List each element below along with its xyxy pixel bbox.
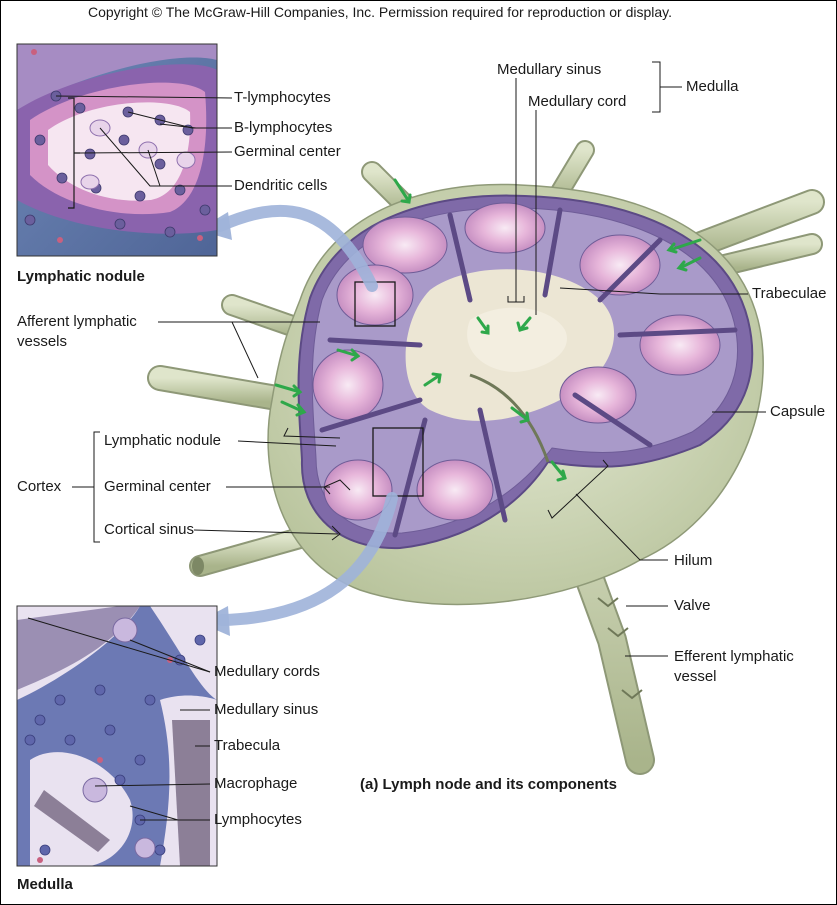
label-lymphatic-nodule: Lymphatic nodule [104, 432, 222, 449]
figure-caption: (a) Lymph node and its components [360, 776, 617, 793]
medulla-inset [17, 606, 217, 866]
label-medullary-sinus: Medullary sinus [497, 61, 602, 78]
label-efferent-line2: vessel [674, 668, 717, 685]
label-efferent-line1: Efferent lymphatic [674, 648, 794, 665]
inset-top-leaders [55, 95, 233, 187]
label-trabeculae: Trabeculae [752, 285, 827, 302]
label-dendritic-cells: Dendritic cells [234, 177, 328, 194]
title-medulla-inset: Medulla [17, 876, 73, 893]
lymphatic-nodule-inset [17, 44, 217, 256]
medulla-zoom-box [372, 427, 424, 497]
label-trabecula: Trabecula [214, 737, 281, 754]
main-leaders [72, 61, 766, 657]
label-t-lymphocytes: T-lymphocytes [234, 89, 331, 106]
label-germinal-center-inset: Germinal center [234, 143, 341, 160]
label-valve: Valve [674, 597, 711, 614]
label-germinal-center: Germinal center [104, 478, 211, 495]
copyright-notice: Copyright © The McGraw-Hill Companies, I… [88, 4, 673, 20]
label-lymphocytes: Lymphocytes [214, 811, 302, 828]
label-hilum: Hilum [674, 552, 713, 569]
arrow-to-nodule-inset [214, 204, 378, 292]
inset-bottom-leaders [27, 617, 211, 821]
label-afferent-line1: Afferent lymphatic [17, 313, 137, 330]
label-capsule: Capsule [770, 403, 826, 420]
label-medullary-sinus-inset: Medullary sinus [214, 701, 319, 718]
label-cortex: Cortex [17, 478, 62, 495]
label-medulla-group: Medulla [686, 78, 739, 95]
title-lymphatic-nodule: Lymphatic nodule [17, 268, 145, 285]
label-macrophage: Macrophage [214, 775, 298, 792]
label-b-lymphocytes: B-lymphocytes [234, 119, 333, 136]
flow-arrows [274, 178, 702, 482]
label-afferent-line2: vessels [17, 333, 68, 350]
label-medullary-cords: Medullary cords [214, 663, 320, 680]
label-cortical-sinus: Cortical sinus [104, 521, 195, 538]
arrow-to-medulla-inset [216, 492, 398, 626]
label-medullary-cord: Medullary cord [528, 93, 627, 110]
